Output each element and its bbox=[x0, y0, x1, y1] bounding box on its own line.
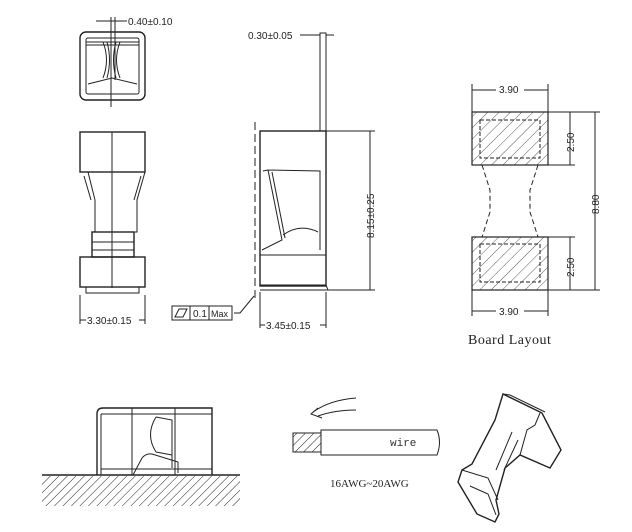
wire-gauge-range: 16AWG~20AWG bbox=[330, 478, 409, 490]
flatness-value: 0.1 bbox=[193, 309, 207, 320]
flatness-icon bbox=[174, 308, 188, 318]
tab-thickness-dimension: 0.30±0.05 bbox=[248, 31, 293, 42]
flatness-tolerance-frame: 0.1 Max bbox=[171, 295, 255, 321]
board-layout: 3.90 2.50 2.50 8.80 3.90 Board Layout bbox=[468, 84, 602, 348]
side-width-dimension: 3.45±0.15 bbox=[266, 321, 311, 332]
wire-label: wire bbox=[390, 438, 416, 450]
front-view: 3.30±0.15 bbox=[79, 131, 146, 327]
flatness-suffix: Max bbox=[211, 309, 229, 319]
front-width-dimension: 3.30±0.15 bbox=[87, 316, 132, 327]
wire-diagram: wire 16AWG~20AWG bbox=[292, 397, 440, 490]
height-dimension: 8.15±0.25 bbox=[366, 193, 377, 238]
isometric-view bbox=[457, 393, 562, 523]
pad-height-top-dimension: 2.50 bbox=[566, 132, 577, 152]
pad-width-top-dimension: 3.90 bbox=[499, 85, 519, 96]
slot-width-dimension: 0.40±0.10 bbox=[128, 17, 173, 28]
pad-width-bottom-dimension: 3.90 bbox=[499, 307, 519, 318]
top-view: 0.40±0.10 bbox=[79, 17, 173, 107]
overall-length-dimension: 8.80 bbox=[591, 194, 602, 214]
side-view: 0.30±0.05 8.15±0.25 3.45±0.15 0.1 Max bbox=[171, 31, 377, 332]
mounted-clip-view bbox=[42, 407, 240, 506]
pad-height-bottom-dimension: 2.50 bbox=[566, 257, 577, 277]
board-layout-title: Board Layout bbox=[468, 333, 551, 348]
insert-arrow-icon bbox=[312, 397, 357, 417]
